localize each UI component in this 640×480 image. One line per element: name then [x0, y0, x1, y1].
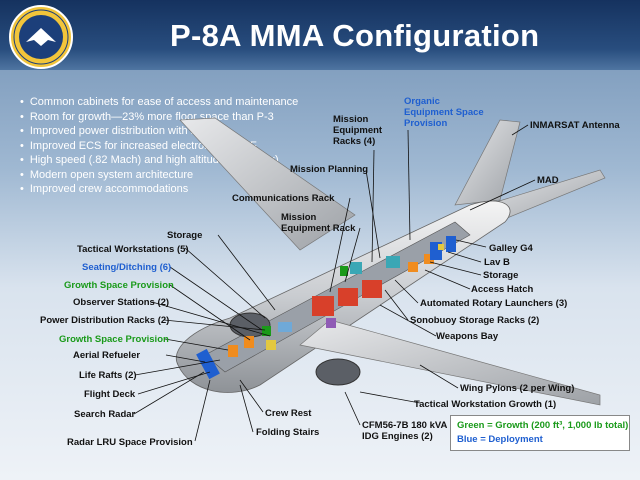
- equipment-yellow: [266, 340, 276, 350]
- lower-wing: [299, 319, 601, 406]
- label-tactical-workstation-growth: Tactical Workstation Growth (1): [414, 399, 557, 410]
- feature-list: Common cabinets for ease of access and m…: [20, 95, 298, 197]
- label-weapons-bay: Weapons Bay: [436, 331, 499, 342]
- cabin-cutaway: [204, 221, 471, 373]
- deployment-block: [446, 236, 456, 252]
- color-legend: Green = Growth (200 ft³, 1,000 lb total)…: [450, 415, 630, 451]
- label-folding-stairs: Folding Stairs: [256, 427, 320, 438]
- equipment-yellow: [438, 244, 444, 250]
- label-tactical-workstations: Tactical Workstations (5): [77, 244, 189, 255]
- label-mission-planning: Mission Planning: [290, 164, 369, 175]
- label-life-rafts: Life Rafts (2): [79, 370, 137, 381]
- growth-block: [340, 266, 348, 276]
- label-mission-equipment-racks: Mission Equipment Racks (4): [333, 114, 383, 147]
- label-radar-lru-space-provision: Radar LRU Space Provision: [67, 437, 193, 448]
- upper-wing: [179, 117, 356, 251]
- label-storage-right: Storage: [483, 270, 519, 281]
- legend-deployment: Blue = Deployment: [457, 434, 543, 445]
- label-aerial-refueler: Aerial Refueler: [73, 350, 141, 361]
- rack-purple: [326, 318, 336, 328]
- radar-block: [196, 348, 220, 380]
- label-growth-space-provision-2: Growth Space Provision: [59, 334, 169, 345]
- title-band: [0, 0, 640, 70]
- label-wing-pylons: Wing Pylons (2 per Wing): [460, 383, 575, 394]
- slide-title: P-8A MMA Configuration: [170, 18, 540, 53]
- growth-block: [262, 326, 271, 336]
- command-seal-logo: [9, 5, 73, 69]
- label-observer-stations: Observer Stations (2): [73, 297, 170, 308]
- legend-growth: Green = Growth (200 ft³, 1,000 lb total): [457, 420, 629, 431]
- label-organic-equipment-space: Organic Equipment Space Provision: [404, 96, 484, 129]
- rack-orange: [244, 336, 254, 348]
- label-sonobuoy-storage-racks: Sonobuoy Storage Racks (2): [410, 315, 540, 326]
- rack-orange: [228, 345, 238, 357]
- label-mission-equipment-rack: Mission Equipment Rack: [281, 212, 356, 234]
- label-inmarsat-antenna: INMARSAT Antenna: [530, 120, 620, 131]
- rack-red: [362, 280, 382, 298]
- equipment-teal: [386, 256, 400, 268]
- label-power-distribution-racks: Power Distribution Racks (2): [40, 315, 170, 326]
- label-flight-deck: Flight Deck: [84, 389, 136, 400]
- label-mad: MAD: [537, 175, 559, 186]
- label-seating-ditching: Seating/Ditching (6): [82, 262, 172, 273]
- workstation: [278, 322, 292, 332]
- label-crew-rest: Crew Rest: [265, 408, 312, 419]
- leader-lines: [133, 124, 536, 442]
- rack-red: [312, 296, 334, 316]
- feature-item: Common cabinets for ease of access and m…: [20, 95, 298, 110]
- equipment-teal: [350, 262, 362, 274]
- label-galley: Galley G4: [489, 243, 533, 254]
- rack-orange: [408, 262, 418, 272]
- label-communications-rack: Communications Rack: [232, 193, 335, 204]
- engine-lower: [315, 358, 361, 386]
- rack-orange: [424, 254, 434, 264]
- vertical-tail: [454, 119, 521, 206]
- feature-item: Modern open system architecture: [20, 168, 298, 183]
- feature-item: Improved ECS for increased electronics M…: [20, 139, 298, 154]
- label-storage: Storage: [167, 230, 203, 241]
- label-growth-space-provision: Growth Space Provision: [64, 280, 174, 291]
- rack-red: [338, 288, 358, 306]
- feature-item: Improved crew accommodations: [20, 182, 298, 197]
- label-engines: CFM56-7B 180 kVA IDG Engines (2): [362, 420, 448, 442]
- label-automated-rotary-launchers: Automated Rotary Launchers (3): [420, 298, 568, 309]
- feature-item: Improved power distribution with reserve: [20, 124, 298, 139]
- label-lav: Lav B: [484, 257, 510, 268]
- label-search-radar: Search Radar: [74, 409, 136, 420]
- label-access-hatch: Access Hatch: [471, 284, 534, 295]
